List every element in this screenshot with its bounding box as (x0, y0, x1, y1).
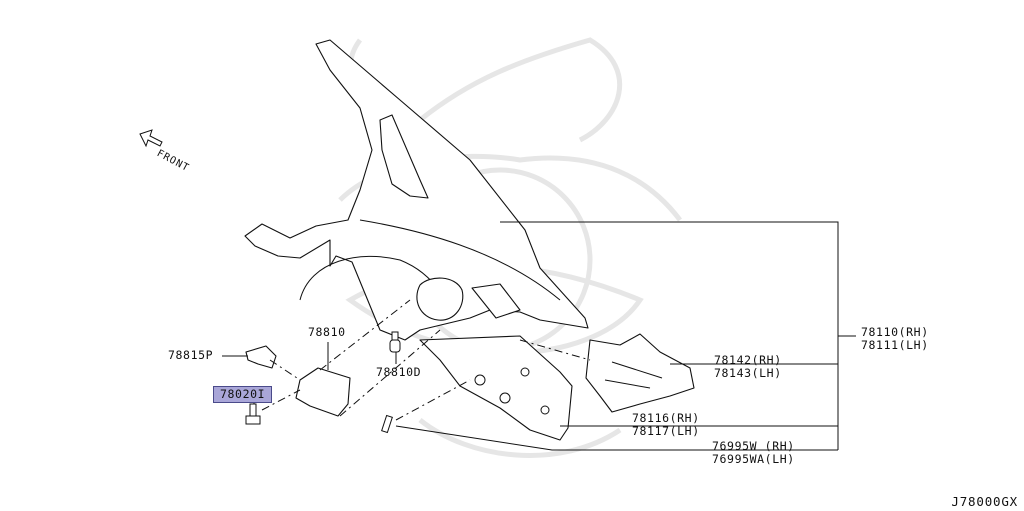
extension-detail (611, 361, 663, 379)
bolt-78020I (245, 403, 261, 425)
assembly-line (319, 299, 411, 371)
inner-panel-hole (499, 392, 511, 404)
label-78110: 78110(RH) 78111(LH) (861, 325, 929, 352)
inner-panel-78116 (419, 335, 573, 441)
assembly-line (519, 339, 591, 361)
label-78815P: 78815P (168, 348, 214, 362)
pin-76995W (381, 414, 393, 434)
clip-78810D (389, 331, 401, 353)
quarter-window-opening (379, 114, 429, 199)
label-78142: 78142(RH) 78143(LH) (714, 353, 782, 380)
body-crease-line (359, 219, 561, 301)
fuel-door-opening (416, 277, 464, 321)
assembly-line (269, 359, 301, 381)
label-78810D: 78810D (376, 365, 422, 379)
inner-panel-hole (540, 405, 550, 415)
wheel-arch-line (299, 255, 441, 301)
extension-78142 (585, 333, 695, 413)
diagram-code: J78000GX (951, 494, 1018, 509)
label-76995: 76995W (RH) 76995WA(LH) (712, 439, 795, 466)
lamp-opening (471, 283, 521, 319)
leader-line-78110 (500, 221, 839, 450)
fuel-lid-78810 (295, 367, 351, 417)
extension-detail (604, 379, 651, 389)
label-78810: 78810 (308, 325, 346, 339)
leader-line-76995 (395, 425, 838, 451)
assembly-line (395, 379, 471, 421)
assembly-line (339, 329, 441, 417)
assembly-line (261, 389, 301, 411)
label-78020I-highlighted[interactable]: 78020I (212, 386, 273, 403)
inner-panel-hole (474, 374, 486, 386)
lid-hinge-78815P (245, 345, 277, 369)
inner-panel-hole (520, 367, 530, 377)
label-78116: 78116(RH) 78117(LH) (632, 411, 700, 438)
front-arrow-icon (139, 129, 163, 148)
